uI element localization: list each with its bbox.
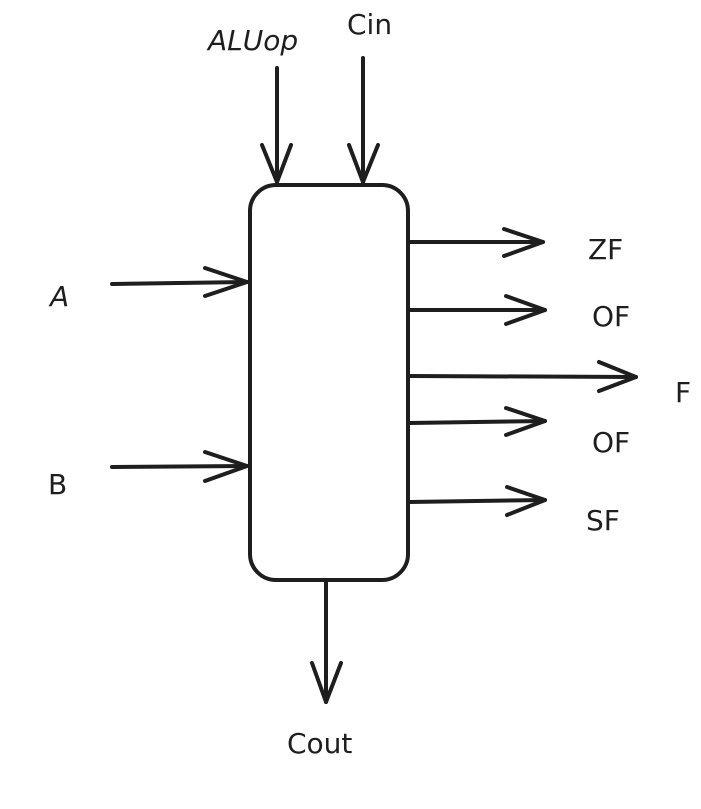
label-of-bottom: OF xyxy=(592,426,630,459)
arrow-of-top xyxy=(407,294,547,326)
arrow-of-bottom xyxy=(407,406,547,437)
label-f: F xyxy=(675,376,691,409)
arrow-b xyxy=(110,450,249,483)
label-zf: ZF xyxy=(588,233,623,266)
label-of-top: OF xyxy=(592,300,630,333)
label-b: B xyxy=(48,468,67,501)
arrow-cin xyxy=(347,56,380,184)
label-a: A xyxy=(48,280,69,313)
arrow-sf xyxy=(407,485,547,517)
arrow-a xyxy=(110,266,249,298)
label-sf: SF xyxy=(586,504,620,537)
label-cout: Cout xyxy=(287,727,352,760)
arrow-cout xyxy=(310,580,343,704)
label-aluop: ALUop xyxy=(206,24,298,57)
alu-block xyxy=(248,183,410,582)
arrow-zf xyxy=(407,227,545,258)
arrow-aluop xyxy=(260,66,293,184)
arrow-f xyxy=(407,360,638,393)
label-cin: Cin xyxy=(347,8,392,41)
